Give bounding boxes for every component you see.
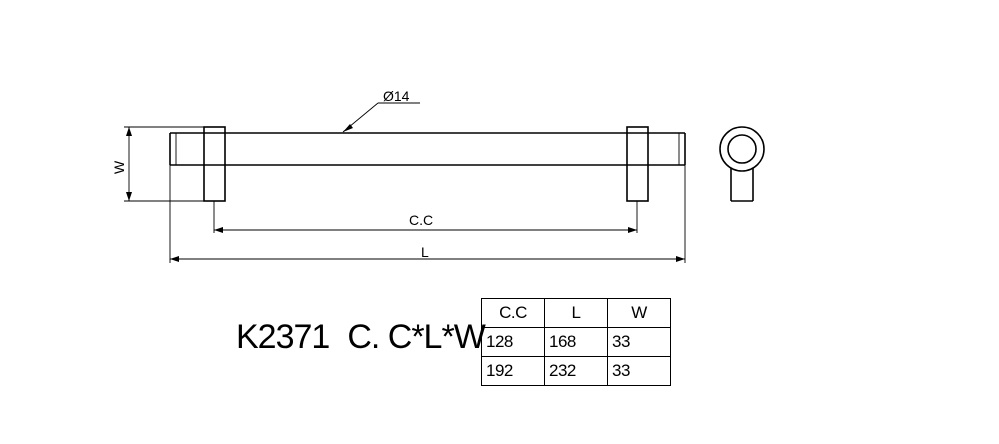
- header-cc: C.C: [481, 298, 545, 328]
- spec-table: C.C L W 128 168 33 192 232 33: [481, 298, 671, 386]
- diameter-leader: [342, 102, 420, 133]
- spec-table-header: C.C L W: [481, 298, 671, 328]
- table-row: 192 232 33: [481, 356, 671, 386]
- cell-cc: 128: [481, 327, 545, 357]
- length-dimension: [169, 165, 686, 263]
- table-row: 128 168 33: [481, 327, 671, 357]
- right-post: [626, 126, 649, 202]
- length-label: L: [421, 244, 429, 260]
- header-w: W: [607, 298, 671, 328]
- cell-l: 168: [544, 327, 608, 357]
- cell-w: 33: [607, 356, 671, 386]
- cell-l: 232: [544, 356, 608, 386]
- left-post: [203, 126, 226, 202]
- center-label: C.C: [409, 212, 433, 228]
- model-code: K2371: [236, 318, 330, 356]
- diameter-label: Ø14: [383, 88, 410, 104]
- cell-w: 33: [607, 327, 671, 357]
- side-view: [719, 126, 765, 202]
- handle-bar: [169, 132, 686, 166]
- model-label: K2371 C. C*L*W: [236, 318, 486, 357]
- model-formula: C. C*L*W: [347, 318, 485, 356]
- width-label: W: [111, 160, 127, 174]
- header-l: L: [544, 298, 608, 328]
- center-dimension: [213, 201, 638, 233]
- cell-cc: 192: [481, 356, 545, 386]
- width-dimension: [124, 126, 204, 202]
